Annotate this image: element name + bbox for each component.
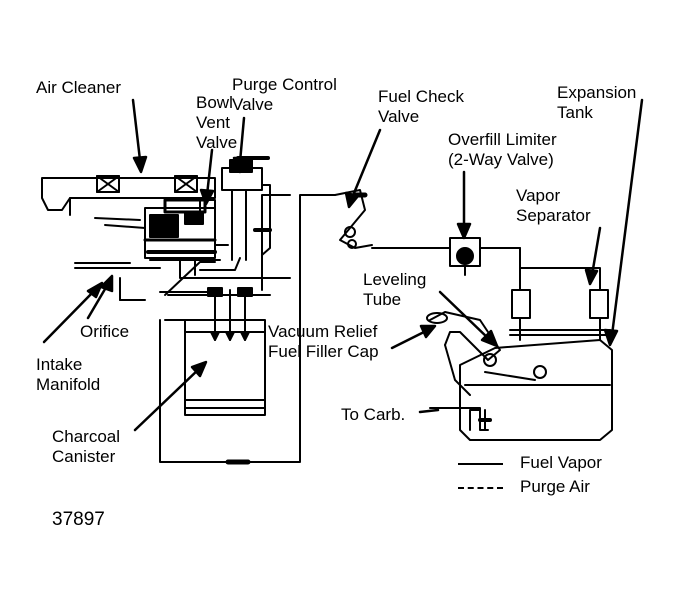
legend-solid-line-swatch xyxy=(458,463,503,465)
fuel-tank-drawing xyxy=(459,339,613,441)
orifice-label: Orifice xyxy=(80,322,130,341)
expansion-tank-label-line1: Expansion xyxy=(557,83,637,102)
figure-number: 37897 xyxy=(52,509,105,530)
vacuum-relief-cap-label-line1: Vacuum Relief xyxy=(268,322,378,341)
vacuum-relief-cap-label-line2: Fuel Filler Cap xyxy=(268,342,379,361)
vapor-separator-label-line1: Vapor xyxy=(516,186,561,205)
overfill-limiter-label-line2: (2-Way Valve) xyxy=(448,150,554,169)
leveling-tube-label-line1: Leveling xyxy=(363,270,427,289)
leader-arrows xyxy=(42,98,644,432)
air-cleaner-label: Air Cleaner xyxy=(36,78,122,97)
to-carb-label: To Carb. xyxy=(341,405,406,424)
main-vapor-lines xyxy=(159,194,336,465)
charcoal-canister-drawing xyxy=(184,287,266,416)
intake-manifold-label-line2: Manifold xyxy=(36,375,101,394)
vapor-separator-drawing xyxy=(509,247,611,341)
vapor-separator-label-line2: Separator xyxy=(516,206,591,225)
filler-neck-drawing xyxy=(426,311,501,396)
charcoal-canister-label-line2: Canister xyxy=(52,447,116,466)
legend-fuel-vapor-label: Fuel Vapor xyxy=(520,453,602,472)
legend-purge-air-label: Purge Air xyxy=(520,477,590,496)
fuel-check-valve-label-line1: Fuel Check xyxy=(378,87,464,106)
bowl-vent-valve-label-line3: Valve xyxy=(196,133,238,152)
bowl-vent-valve-label-line2: Vent xyxy=(196,113,231,132)
fuel-check-valve-label-line2: Valve xyxy=(378,107,420,126)
overfill-limiter-drawing xyxy=(449,237,521,276)
expansion-tank-label-line2: Tank xyxy=(557,103,593,122)
to-carb-line xyxy=(429,407,492,431)
carburetor-body xyxy=(143,198,221,261)
charcoal-canister-label-line1: Charcoal xyxy=(52,427,121,446)
legend-dashed-line-swatch xyxy=(458,487,503,489)
overfill-limiter-label-line1: Overfill Limiter xyxy=(448,130,557,149)
bowl-vent-lines xyxy=(179,199,291,279)
purge-control-valve-label-line2: Valve xyxy=(232,95,274,114)
leveling-tube-label-line2: Tube xyxy=(363,290,402,309)
air-cleaner-assembly xyxy=(41,175,216,229)
intake-manifold-label-line1: Intake xyxy=(36,355,83,374)
intake-manifold-drawing xyxy=(74,261,216,301)
bowl-vent-valve-label-line1: Bowl xyxy=(196,93,233,112)
purge-control-valve-label-line1: Purge Control xyxy=(232,75,337,94)
